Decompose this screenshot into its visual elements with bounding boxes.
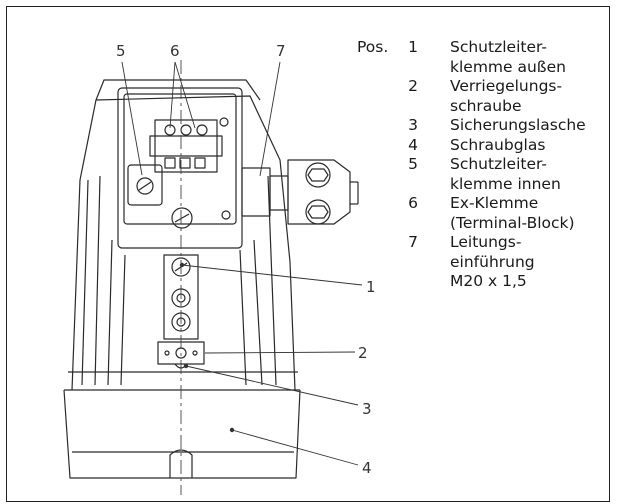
- legend-text: Schutzleiter- klemme innen: [450, 155, 561, 193]
- callout-2: 2: [358, 344, 368, 362]
- legend-number: 1: [408, 38, 418, 56]
- legend-number: 7: [408, 233, 418, 251]
- housing-outline: [71, 95, 296, 391]
- inner-earth-terminal: [127, 164, 163, 206]
- cable-gland: [241, 167, 271, 217]
- leader-3: [185, 365, 359, 406]
- legend-text: Ex-Klemme (Terminal-Block): [450, 194, 575, 232]
- legend-number: 5: [408, 155, 418, 173]
- leader-6b: [174, 61, 196, 129]
- callout-6: 6: [170, 42, 180, 60]
- legend-number: 4: [408, 135, 418, 154]
- ex-terminal-block: [154, 119, 218, 173]
- legend-text: Sicherungslasche: [450, 116, 586, 134]
- screw-glass: [63, 389, 301, 479]
- callout-1: 1: [366, 278, 376, 296]
- housing-fins: [81, 175, 277, 386]
- leader-4: [231, 429, 359, 466]
- leader-2: [204, 351, 356, 354]
- callout-5: 5: [116, 42, 126, 60]
- legend-text: Verriegelungs- schraube: [450, 77, 563, 115]
- callout-4: 4: [362, 459, 372, 477]
- figure-frame: [6, 6, 610, 502]
- legend-prefix: Pos.: [357, 38, 389, 56]
- callout-3: 3: [362, 400, 372, 418]
- legend-text: Schutzleiter- klemme außen: [450, 38, 566, 76]
- leader-6a: [169, 61, 176, 129]
- legend-number: 2: [408, 77, 418, 95]
- gland-nut-top: [305, 162, 331, 188]
- legend-text: Schraubglas: [450, 135, 546, 154]
- legend-text: Leitungs- einführung M20 x 1,5: [450, 233, 535, 290]
- callout-7: 7: [276, 42, 286, 60]
- legend-number: 6: [408, 194, 418, 212]
- flange: [64, 371, 300, 391]
- leader-5: [121, 61, 143, 176]
- leader-7: [259, 61, 281, 177]
- housing-top: [95, 79, 261, 101]
- leader-1: [181, 264, 363, 286]
- legend-number: 3: [408, 116, 418, 134]
- gland-nut-bottom: [305, 199, 331, 225]
